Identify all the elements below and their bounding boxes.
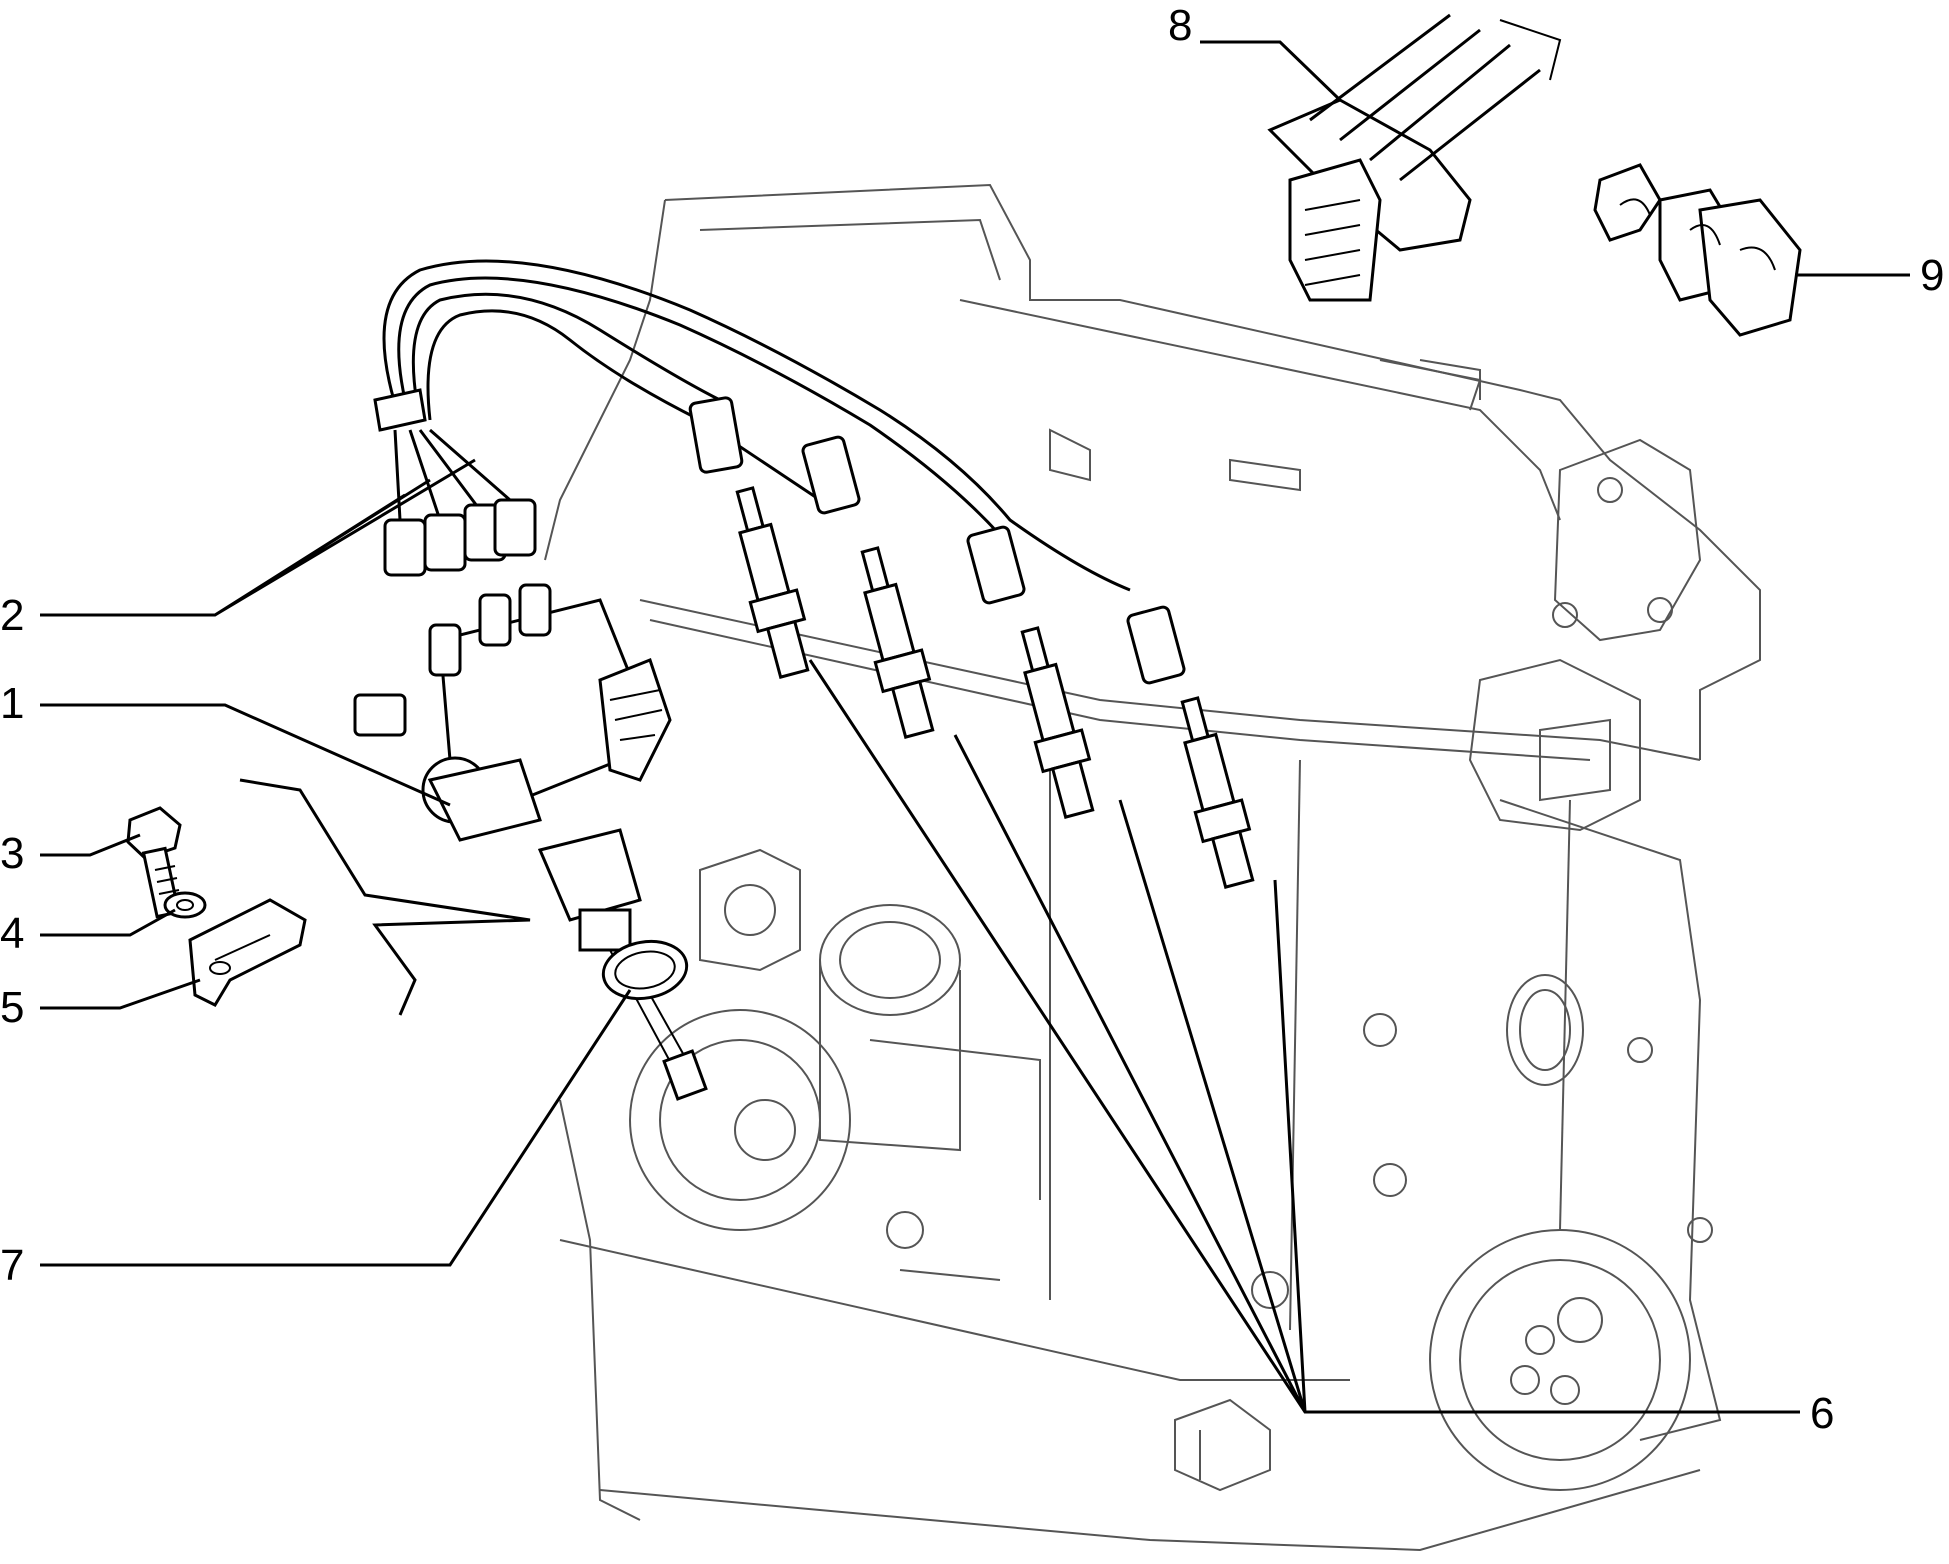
callout-1: 1 — [0, 679, 24, 728]
clamp-plate-part-5 — [188, 898, 307, 1007]
callout-4: 4 — [0, 909, 24, 958]
callout-labels: 1 2 3 4 5 6 7 8 9 — [0, 1, 1944, 1438]
leader-lines — [40, 40, 1910, 1414]
distributor-part-1 — [353, 583, 708, 1101]
wire-holder-part-8 — [1267, 13, 1562, 302]
engine-block-outline — [544, 183, 1761, 1552]
callout-6: 6 — [1810, 1389, 1834, 1438]
callout-9: 9 — [1920, 251, 1944, 300]
callout-5: 5 — [0, 983, 24, 1032]
wire-clip-part-9 — [1593, 163, 1802, 337]
callout-2: 2 — [0, 591, 24, 640]
ignition-leads-part-2 — [373, 259, 1186, 685]
callout-7: 7 — [0, 1241, 24, 1290]
spark-plugs-part-6 — [735, 486, 1255, 889]
location-arrow — [239, 778, 531, 1016]
callout-8: 8 — [1168, 1, 1192, 50]
o-ring-part-7 — [601, 939, 689, 1001]
callout-3: 3 — [0, 829, 24, 878]
